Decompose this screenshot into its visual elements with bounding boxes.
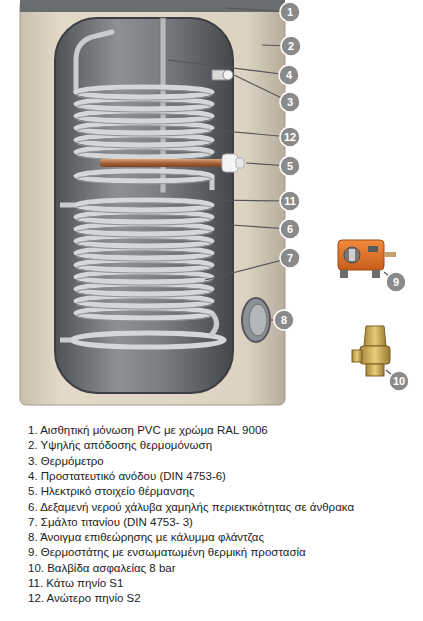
callout-number: 2 — [281, 36, 301, 56]
callout-number: 1 — [280, 2, 300, 22]
part-description: 8. Άνοιγμα επιθεώρησης με κάλυμμα φλάντζ… — [28, 531, 264, 543]
part-description: 7. Σμάλτο τιτανίου (DIN 4753- 3) — [28, 516, 193, 528]
callout-number: 3 — [280, 92, 300, 112]
callout-number: 9 — [386, 272, 406, 292]
part-description: 3. Θερμόμετρο — [28, 455, 104, 467]
part-description: 10. Βαλβίδα ασφαλείας 8 bar — [28, 562, 176, 574]
callout-number: 8 — [274, 310, 294, 330]
callout-number: 10 — [389, 371, 409, 391]
callout-number: 12 — [280, 127, 300, 147]
callout-number: 4 — [279, 65, 299, 85]
part-description: 1. Αισθητική μόνωση PVC με χρώμα RAL 900… — [28, 424, 268, 436]
part-description: 12. Ανώτερο πηνίο S2 — [28, 592, 141, 604]
callout-number: 6 — [280, 219, 300, 239]
part-description: 4. Προστατευτικό ανόδου (DIN 4753-6) — [28, 470, 226, 482]
callout-number: 7 — [280, 248, 300, 268]
part-description: 2. Υψηλής απόδοσης θερμομόνωση — [28, 439, 212, 451]
callout-number: 11 — [280, 191, 300, 211]
part-description: 6. Δεξαμενή νερού χάλυβα χαμηλής περιεκτ… — [28, 501, 354, 513]
callout-number: 5 — [280, 156, 300, 176]
part-description: 11. Κάτω πηνίο S1 — [28, 577, 123, 589]
part-description: 9. Θερμοστάτης με ενσωματωμένη θερμική π… — [28, 546, 306, 558]
part-description: 5. Ηλεκτρικό στοιχείο θέρμανσης — [28, 485, 194, 497]
